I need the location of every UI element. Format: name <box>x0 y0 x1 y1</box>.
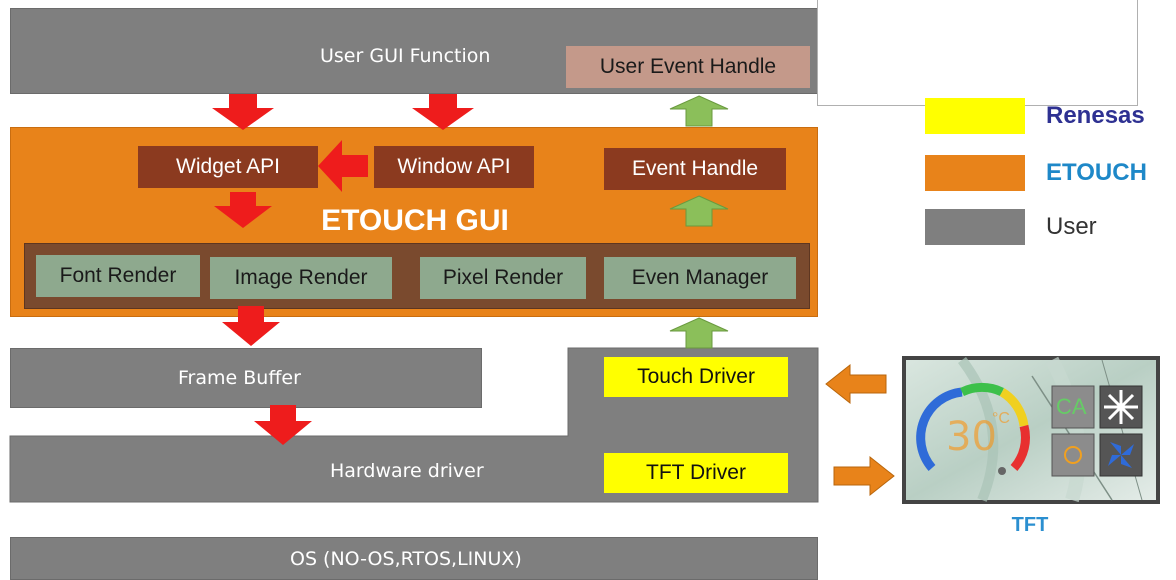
arrow-left-icon <box>318 140 368 192</box>
font-render-box: Font Render <box>36 255 200 297</box>
tft-driver-box: TFT Driver <box>604 453 788 493</box>
frame-buffer-layer <box>10 348 482 408</box>
arrow-down-icon <box>212 94 274 130</box>
touch-driver-box: Touch Driver <box>604 357 788 397</box>
etouch-gui-title: ETOUCH GUI <box>321 204 509 237</box>
pixel-render-box: Pixel Render <box>420 257 586 299</box>
user-gui-function-label: User GUI Function <box>320 45 491 67</box>
event-handle-box: Event Handle <box>604 148 786 190</box>
legend-label-user: User <box>1046 213 1097 240</box>
legend-frame-right-line <box>1137 0 1138 106</box>
tft-screen-image <box>902 356 1160 504</box>
arrow-up-icon <box>669 195 729 227</box>
arrow-down-icon <box>254 405 312 445</box>
tft-ca-icon: CA <box>1056 394 1087 419</box>
os-label: OS (NO-OS,RTOS,LINUX) <box>290 548 522 570</box>
widget-api-box: Widget API <box>138 146 318 188</box>
arrow-down-icon <box>412 94 474 130</box>
arrow-down-icon <box>214 192 272 228</box>
tft-temperature-unit: °C <box>992 410 1010 427</box>
arrow-down-icon <box>222 306 280 346</box>
arrow-left-icon <box>825 363 887 405</box>
hardware-driver-label: Hardware driver <box>330 460 484 482</box>
image-render-box: Image Render <box>210 257 392 299</box>
window-api-box: Window API <box>374 146 534 188</box>
legend-frame-left-line <box>817 0 818 106</box>
frame-buffer-label: Frame Buffer <box>178 367 301 389</box>
os-layer <box>10 537 818 580</box>
legend-swatch-renesas <box>925 98 1025 134</box>
legend-swatch-etouch <box>925 155 1025 191</box>
legend-label-renesas: Renesas <box>1046 102 1145 129</box>
arrow-up-icon <box>669 317 729 349</box>
arrow-up-icon <box>669 95 729 127</box>
legend-swatch-user <box>925 209 1025 245</box>
even-manager-box: Even Manager <box>604 257 796 299</box>
arrow-right-icon <box>833 455 895 497</box>
tft-temperature: 30 <box>946 414 997 460</box>
legend-label-etouch: ETOUCH <box>1046 159 1147 186</box>
tft-caption: TFT <box>1011 513 1049 536</box>
user-event-handle-box: User Event Handle <box>566 46 810 88</box>
